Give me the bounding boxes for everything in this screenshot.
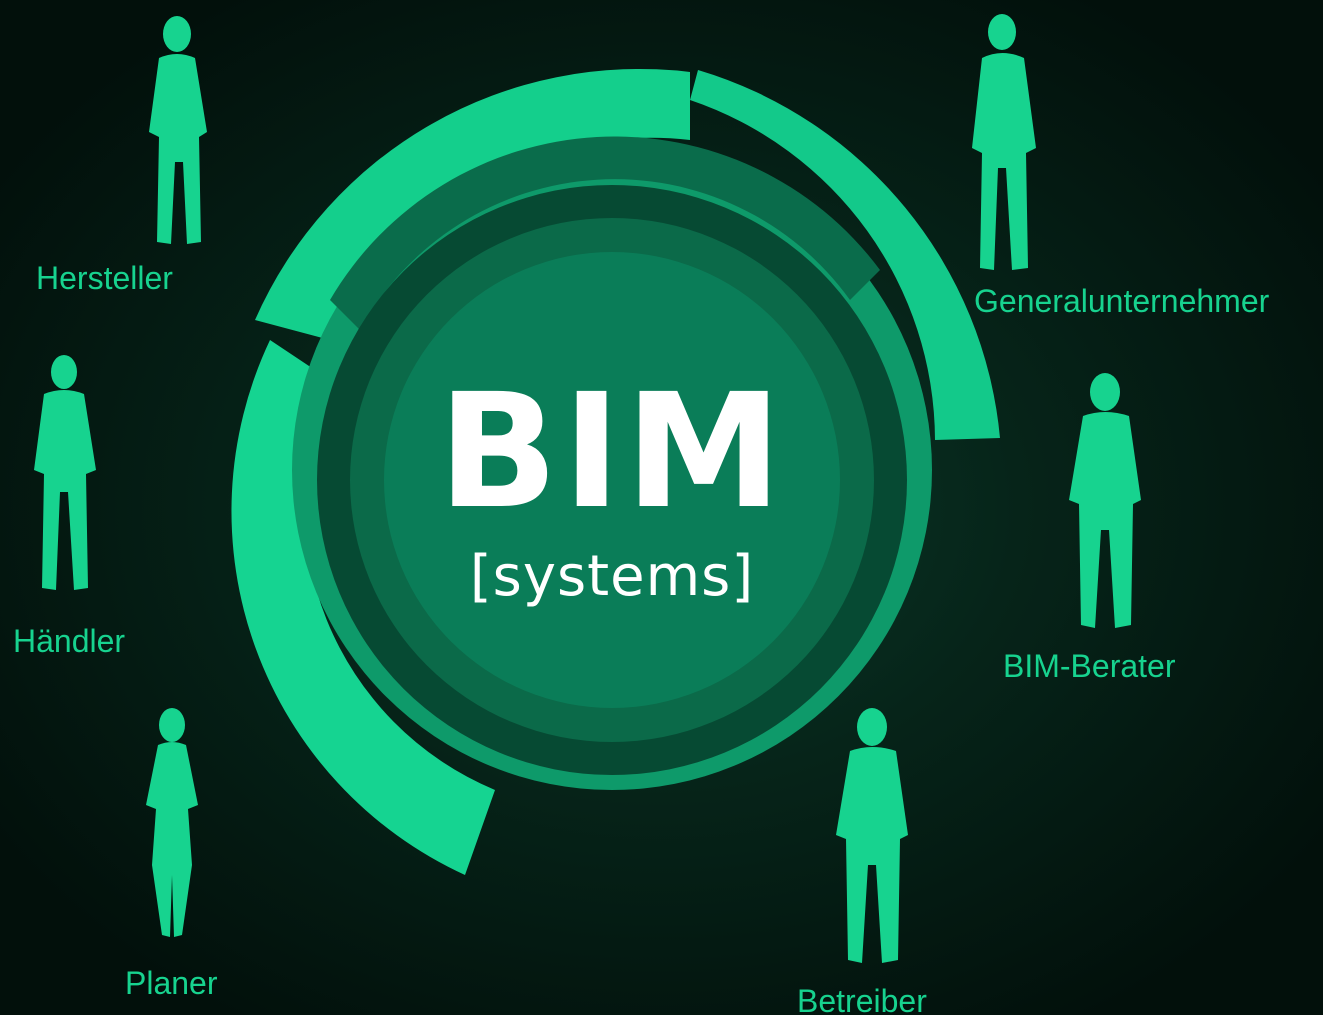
ring-innermost: [384, 252, 840, 708]
person-silhouette-man-icon: [149, 16, 207, 244]
center-title: BIM: [437, 360, 787, 544]
ring-arc-outer-top: [690, 70, 1000, 440]
role-label-hersteller: Hersteller: [36, 260, 173, 296]
role-label-bim-berater: BIM-Berater: [1003, 648, 1176, 684]
role-label-generalunternehmer: Generalunternehmer: [974, 283, 1270, 319]
person-silhouette-man-icon: [1069, 373, 1141, 628]
person-silhouette-man-icon: [836, 708, 908, 963]
role-label-planer: Planer: [125, 965, 218, 1001]
person-silhouette-man-icon: [972, 14, 1036, 270]
person-silhouette-man-icon: [34, 355, 96, 590]
person-silhouette-woman-icon: [146, 708, 198, 937]
ring-mid-gap: [330, 136, 880, 330]
center-subtitle: [systems]: [469, 544, 755, 609]
role-label-betreiber: Betreiber: [797, 983, 927, 1015]
role-label-haendler: Händler: [13, 623, 126, 659]
